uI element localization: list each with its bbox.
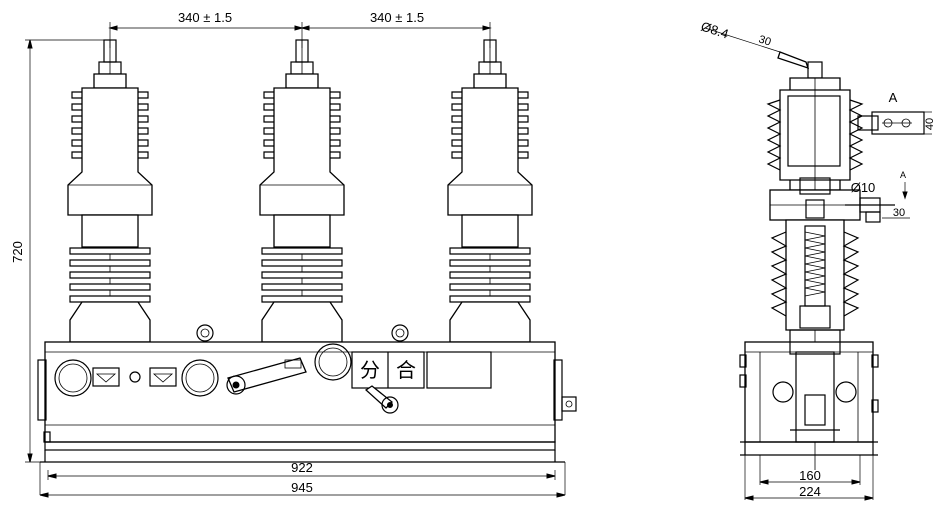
section-a-label: A: [900, 170, 906, 180]
lower-insulator: [770, 219, 860, 331]
inner-width-label: 922: [291, 460, 313, 475]
detail-a-label: A: [889, 90, 898, 105]
width-dimensions: 922 945: [39, 460, 566, 498]
spring-window: [314, 343, 352, 381]
rod-dimension: Ø8.4 30: [699, 19, 781, 53]
height-label: 720: [10, 241, 25, 263]
base-frame: [40, 431, 565, 463]
lifting-eye-right: [391, 324, 409, 342]
pole-right: [447, 39, 533, 343]
pin-diameter-label: Ø10: [851, 180, 876, 195]
terminal-rod: [777, 51, 823, 79]
mechanism-box: [37, 341, 577, 443]
operating-handle: [226, 357, 307, 395]
spacing-right-label: 340 ± 1.5: [370, 10, 424, 25]
side-base-dimensions: 160 224: [744, 455, 874, 501]
side-view: Ø8.4 30 A 40: [699, 19, 934, 501]
close-label: 合: [396, 358, 416, 382]
lower-mechanism: [739, 329, 879, 456]
outer-width-label: 945: [291, 480, 313, 495]
indicator-bolt: [129, 371, 141, 383]
pole-left: [67, 39, 153, 343]
open-close-indicator: 分 合: [351, 351, 425, 389]
pole-center: [259, 39, 345, 343]
rod-length-label: 30: [757, 33, 772, 48]
outer-base-label: 224: [799, 484, 821, 499]
detail-height-label: 40: [924, 118, 934, 130]
upper-housing: [766, 77, 864, 470]
counter-window-right: [181, 359, 219, 397]
indicator-plate-2: [149, 367, 177, 387]
counter-window-left: [54, 359, 92, 397]
inner-base-label: 160: [799, 468, 821, 483]
front-view: 340 ± 1.5 340 ± 1.5 720: [10, 10, 577, 498]
rod-diameter-label: Ø8.4: [699, 19, 730, 42]
open-label: 分: [360, 358, 380, 382]
offset-dim-label: 30: [893, 207, 905, 219]
detail-a: A 40: [857, 90, 934, 135]
nameplate: [426, 351, 492, 389]
spacing-left-label: 340 ± 1.5: [178, 10, 232, 25]
lifting-eye-left: [196, 324, 214, 342]
height-dimension: 720: [10, 39, 105, 463]
pole-spacing-dimension: 340 ± 1.5 340 ± 1.5: [108, 10, 492, 48]
indicator-plate-1: [92, 367, 120, 387]
manual-lever: [364, 385, 399, 414]
